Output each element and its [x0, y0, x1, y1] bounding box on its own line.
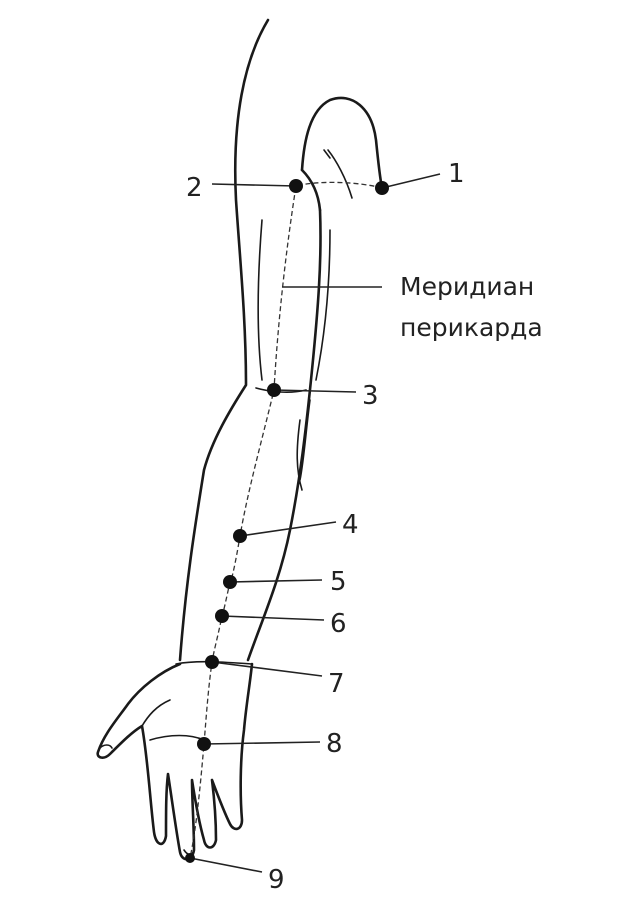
leader-2 [211, 183, 297, 187]
leader-6 [221, 615, 325, 621]
point-numbers: 1 2 3 4 5 6 7 8 9 [186, 159, 465, 895]
biceps-inner-line [257, 219, 263, 381]
point-7-marker [205, 655, 219, 669]
point-3-number: 3 [362, 381, 379, 411]
biceps-fold [327, 149, 353, 199]
point-4-marker [233, 529, 247, 543]
leader-9 [189, 857, 263, 873]
forearm-muscle-line-2 [299, 399, 311, 481]
biceps-fold-2 [323, 149, 331, 159]
leader-8 [203, 741, 321, 745]
point-1-marker [375, 181, 389, 195]
point-8-marker [197, 737, 211, 751]
meridian-label-line2: перикарда [400, 313, 543, 342]
point-7-number: 7 [328, 669, 345, 699]
acupuncture-points [185, 179, 389, 863]
point-9-number: 9 [268, 865, 285, 895]
leader-1 [381, 173, 441, 189]
point-1-number: 1 [448, 159, 465, 189]
shoulder-contour [300, 96, 384, 190]
point-5-number: 5 [330, 567, 347, 597]
forearm-muscle-line [296, 419, 303, 491]
leader-5 [229, 579, 323, 583]
upper-arm-outer-contour [178, 18, 270, 662]
pericardium-meridian-line [189, 181, 383, 859]
point-4-number: 4 [342, 510, 359, 540]
point-5-marker [223, 575, 237, 589]
leader-7 [211, 661, 323, 677]
point-6-marker [215, 609, 229, 623]
meridian-label-line1: Меридиан [400, 272, 534, 301]
point-3-marker [267, 383, 281, 397]
point-9-marker [185, 853, 195, 863]
leader-3 [273, 389, 357, 393]
hand-contour [96, 662, 254, 861]
point-2-number: 2 [186, 173, 203, 203]
leader-4 [239, 521, 337, 537]
upper-arm-inner-contour [246, 208, 322, 662]
point-6-number: 6 [330, 609, 347, 639]
arm-drawing [96, 18, 384, 861]
point-2-marker [289, 179, 303, 193]
thumb-nail [99, 744, 113, 749]
biceps-front-line [315, 229, 331, 381]
armpit-contour [300, 168, 322, 212]
thumb-fold [141, 699, 171, 727]
palm-line [149, 734, 205, 741]
point-8-number: 8 [326, 729, 343, 759]
